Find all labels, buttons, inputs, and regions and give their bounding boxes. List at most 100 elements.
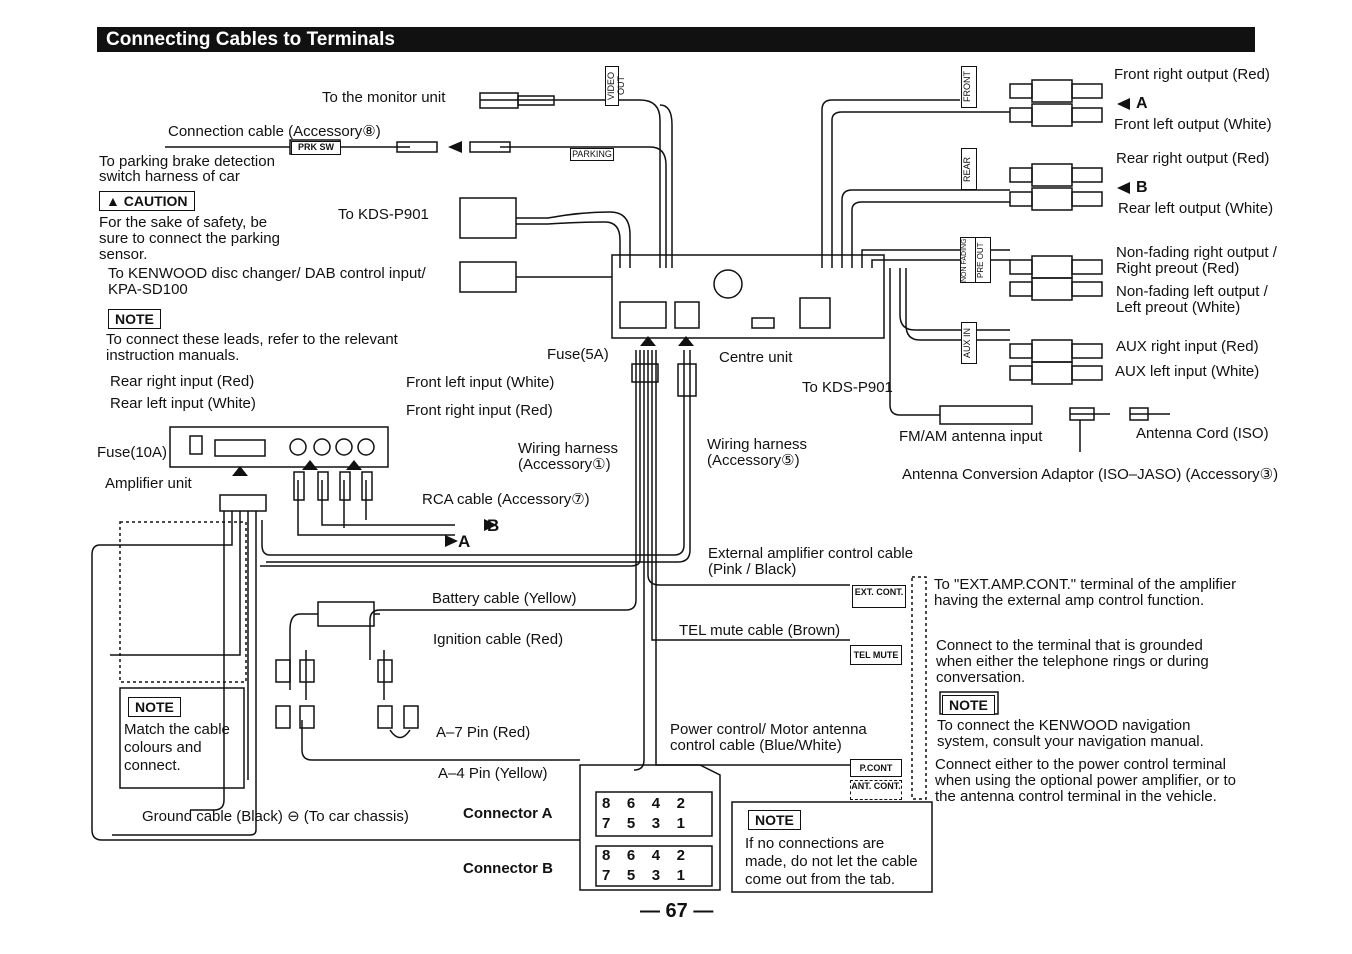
pin-label: 5 xyxy=(626,815,637,832)
caution-text-1: For the sake of safety, be xyxy=(99,214,268,231)
parking-tag: PARKING xyxy=(570,148,614,161)
section-header: Connecting Cables to Terminals xyxy=(97,27,1255,52)
ext-cont-tag: EXT. CONT. xyxy=(852,585,906,608)
ext-amp-label-2: (Pink / Black) xyxy=(708,561,797,578)
note3-text-1: Match the cable xyxy=(124,721,230,738)
connector-a-label: Connector A xyxy=(463,805,553,822)
video-out-tag: VIDEO OUT xyxy=(605,66,626,106)
centre-unit-body xyxy=(611,254,885,339)
pin-label: 8 xyxy=(602,795,612,812)
wiring-harness-5-label-2: (Accessory⑤) xyxy=(707,452,800,469)
note4-text-3: come out from the tab. xyxy=(745,871,896,888)
pin-label: 1 xyxy=(676,815,686,832)
note3-text-2: colours and xyxy=(124,739,202,756)
ant-cont-tag: ANT. CONT. xyxy=(850,780,902,800)
note2-text-1: To connect the KENWOOD navigation xyxy=(937,717,1191,734)
nonfading-right-label-1: Non-fading right output / xyxy=(1116,244,1277,261)
rca-cable-label: RCA cable (Accessory⑦) xyxy=(422,491,590,508)
front-tag: FRONT xyxy=(961,66,977,108)
note-badge-4: NOTE xyxy=(748,810,801,830)
kds-p901-top-label: To KDS-P901 xyxy=(338,206,429,223)
note4-text-1: If no connections are xyxy=(745,835,885,852)
disc-changer-label-1: To KENWOOD disc changer/ DAB control inp… xyxy=(108,265,426,282)
connector-b-label: Connector B xyxy=(463,860,553,877)
rear-left-output-label: Rear left output (White) xyxy=(1118,200,1274,217)
nonfading-left-label-1: Non-fading left output / xyxy=(1116,283,1268,300)
aux-in-tag: AUX IN xyxy=(961,322,977,364)
caution-text-3: sensor. xyxy=(99,246,148,263)
tel-mute-tag: TEL MUTE xyxy=(850,645,902,665)
tel-mute-desc-1: Connect to the terminal that is grounded xyxy=(936,637,1203,654)
monitor-unit-label: To the monitor unit xyxy=(322,89,446,106)
tel-mute-cable-label: TEL mute cable (Brown) xyxy=(679,622,841,639)
aux-right-input-label: AUX right input (Red) xyxy=(1116,338,1259,355)
rear-right-output-label: Rear right output (Red) xyxy=(1116,150,1270,167)
power-desc-1: Connect either to the power control term… xyxy=(935,756,1226,773)
rca-arrow-a: A xyxy=(458,532,471,551)
caution-badge: ▲ CAUTION xyxy=(99,191,195,211)
ground-cable-label: Ground cable (Black) ⊖ (To car chassis) xyxy=(142,808,409,825)
wiring-harness-5-label-1: Wiring harness xyxy=(707,436,808,453)
pin-label: 1 xyxy=(676,867,686,884)
tel-mute-desc-2: when either the telephone rings or durin… xyxy=(936,653,1209,670)
power-desc-2: when using the optional power amplifier,… xyxy=(935,772,1237,789)
power-desc-3: the antenna control terminal in the vehi… xyxy=(935,788,1217,805)
fuse-10a-label: Fuse(10A) xyxy=(97,444,168,461)
pin-label: 4 xyxy=(651,847,662,864)
ext-amp-desc-1: To "EXT.AMP.CONT." terminal of the ampli… xyxy=(934,576,1237,593)
centre-unit-label: Centre unit xyxy=(719,349,793,366)
note-badge-2: NOTE xyxy=(942,695,995,715)
note1-text-2: instruction manuals. xyxy=(106,347,240,364)
pin-label: 6 xyxy=(626,847,637,864)
amplifier-unit-label: Amplifier unit xyxy=(105,475,192,492)
side-a-marker: A xyxy=(1136,95,1148,112)
pin-label: 2 xyxy=(676,795,686,812)
connector-a-pins: 8 6 4 2 7 5 3 1 xyxy=(602,795,686,832)
pin-label: 3 xyxy=(651,867,662,884)
kds-p901-bottom-label: To KDS-P901 xyxy=(802,379,893,396)
pin-label: 7 xyxy=(602,867,612,884)
fm-am-antenna-label: FM/AM antenna input xyxy=(899,428,1043,445)
front-left-input-label: Front left input (White) xyxy=(406,374,555,391)
rear-right-input-label: Rear right input (Red) xyxy=(110,373,255,390)
wiring-harness-1-label-2: (Accessory①) xyxy=(518,456,611,473)
parking-brake-label-1: To parking brake detection xyxy=(99,153,275,170)
note3-text-3: connect. xyxy=(124,757,181,774)
power-control-label-1: Power control/ Motor antenna xyxy=(670,721,867,738)
ext-amp-label-1: External amplifier control cable xyxy=(708,545,914,562)
power-control-label-2: control cable (Blue/White) xyxy=(670,737,842,754)
side-b-marker: B xyxy=(1136,179,1148,196)
ext-amp-desc-2: having the external amp control function… xyxy=(934,592,1205,609)
rear-tag: REAR xyxy=(961,148,977,190)
front-right-input-label: Front right input (Red) xyxy=(406,402,553,419)
note4-text-2: made, do not let the cable xyxy=(745,853,918,870)
ignition-cable-label: Ignition cable (Red) xyxy=(433,631,564,648)
p-cont-tag: P.CONT xyxy=(850,759,902,777)
antenna-adaptor-label: Antenna Conversion Adaptor (ISO–JASO) (A… xyxy=(902,466,1279,483)
nonfading-left-label-2: Left preout (White) xyxy=(1116,299,1241,316)
aux-left-input-label: AUX left input (White) xyxy=(1115,363,1260,380)
pin-label: 5 xyxy=(626,867,637,884)
front-right-output-label: Front right output (Red) xyxy=(1114,66,1270,83)
wiring-harness-1-label-1: Wiring harness xyxy=(518,440,619,457)
pin-label: 4 xyxy=(651,795,662,812)
connection-cable-label: Connection cable (Accessory⑧) xyxy=(168,123,381,140)
caution-text-2: sure to connect the parking xyxy=(99,230,280,247)
pin-label: 7 xyxy=(602,815,612,832)
battery-cable-label: Battery cable (Yellow) xyxy=(432,590,577,607)
nonfading-tag: NON FADING xyxy=(960,237,976,283)
a4-pin-label: A–4 Pin (Yellow) xyxy=(438,765,548,782)
page-number: — 67 — xyxy=(640,900,714,922)
antenna-cord-label: Antenna Cord (ISO) xyxy=(1136,425,1269,442)
pin-label: 6 xyxy=(626,795,637,812)
pin-label: 2 xyxy=(676,847,686,864)
note2-text-2: system, consult your navigation manual. xyxy=(937,733,1204,750)
pin-label: 3 xyxy=(651,815,662,832)
parking-brake-label-2: switch harness of car xyxy=(99,168,240,185)
preout-tag: PRE OUT xyxy=(975,237,991,283)
a7-pin-label: A–7 Pin (Red) xyxy=(436,724,531,741)
prk-sw-tag: PRK SW xyxy=(291,141,341,155)
nonfading-right-label-2: Right preout (Red) xyxy=(1116,260,1240,277)
front-left-output-label: Front left output (White) xyxy=(1114,116,1272,133)
